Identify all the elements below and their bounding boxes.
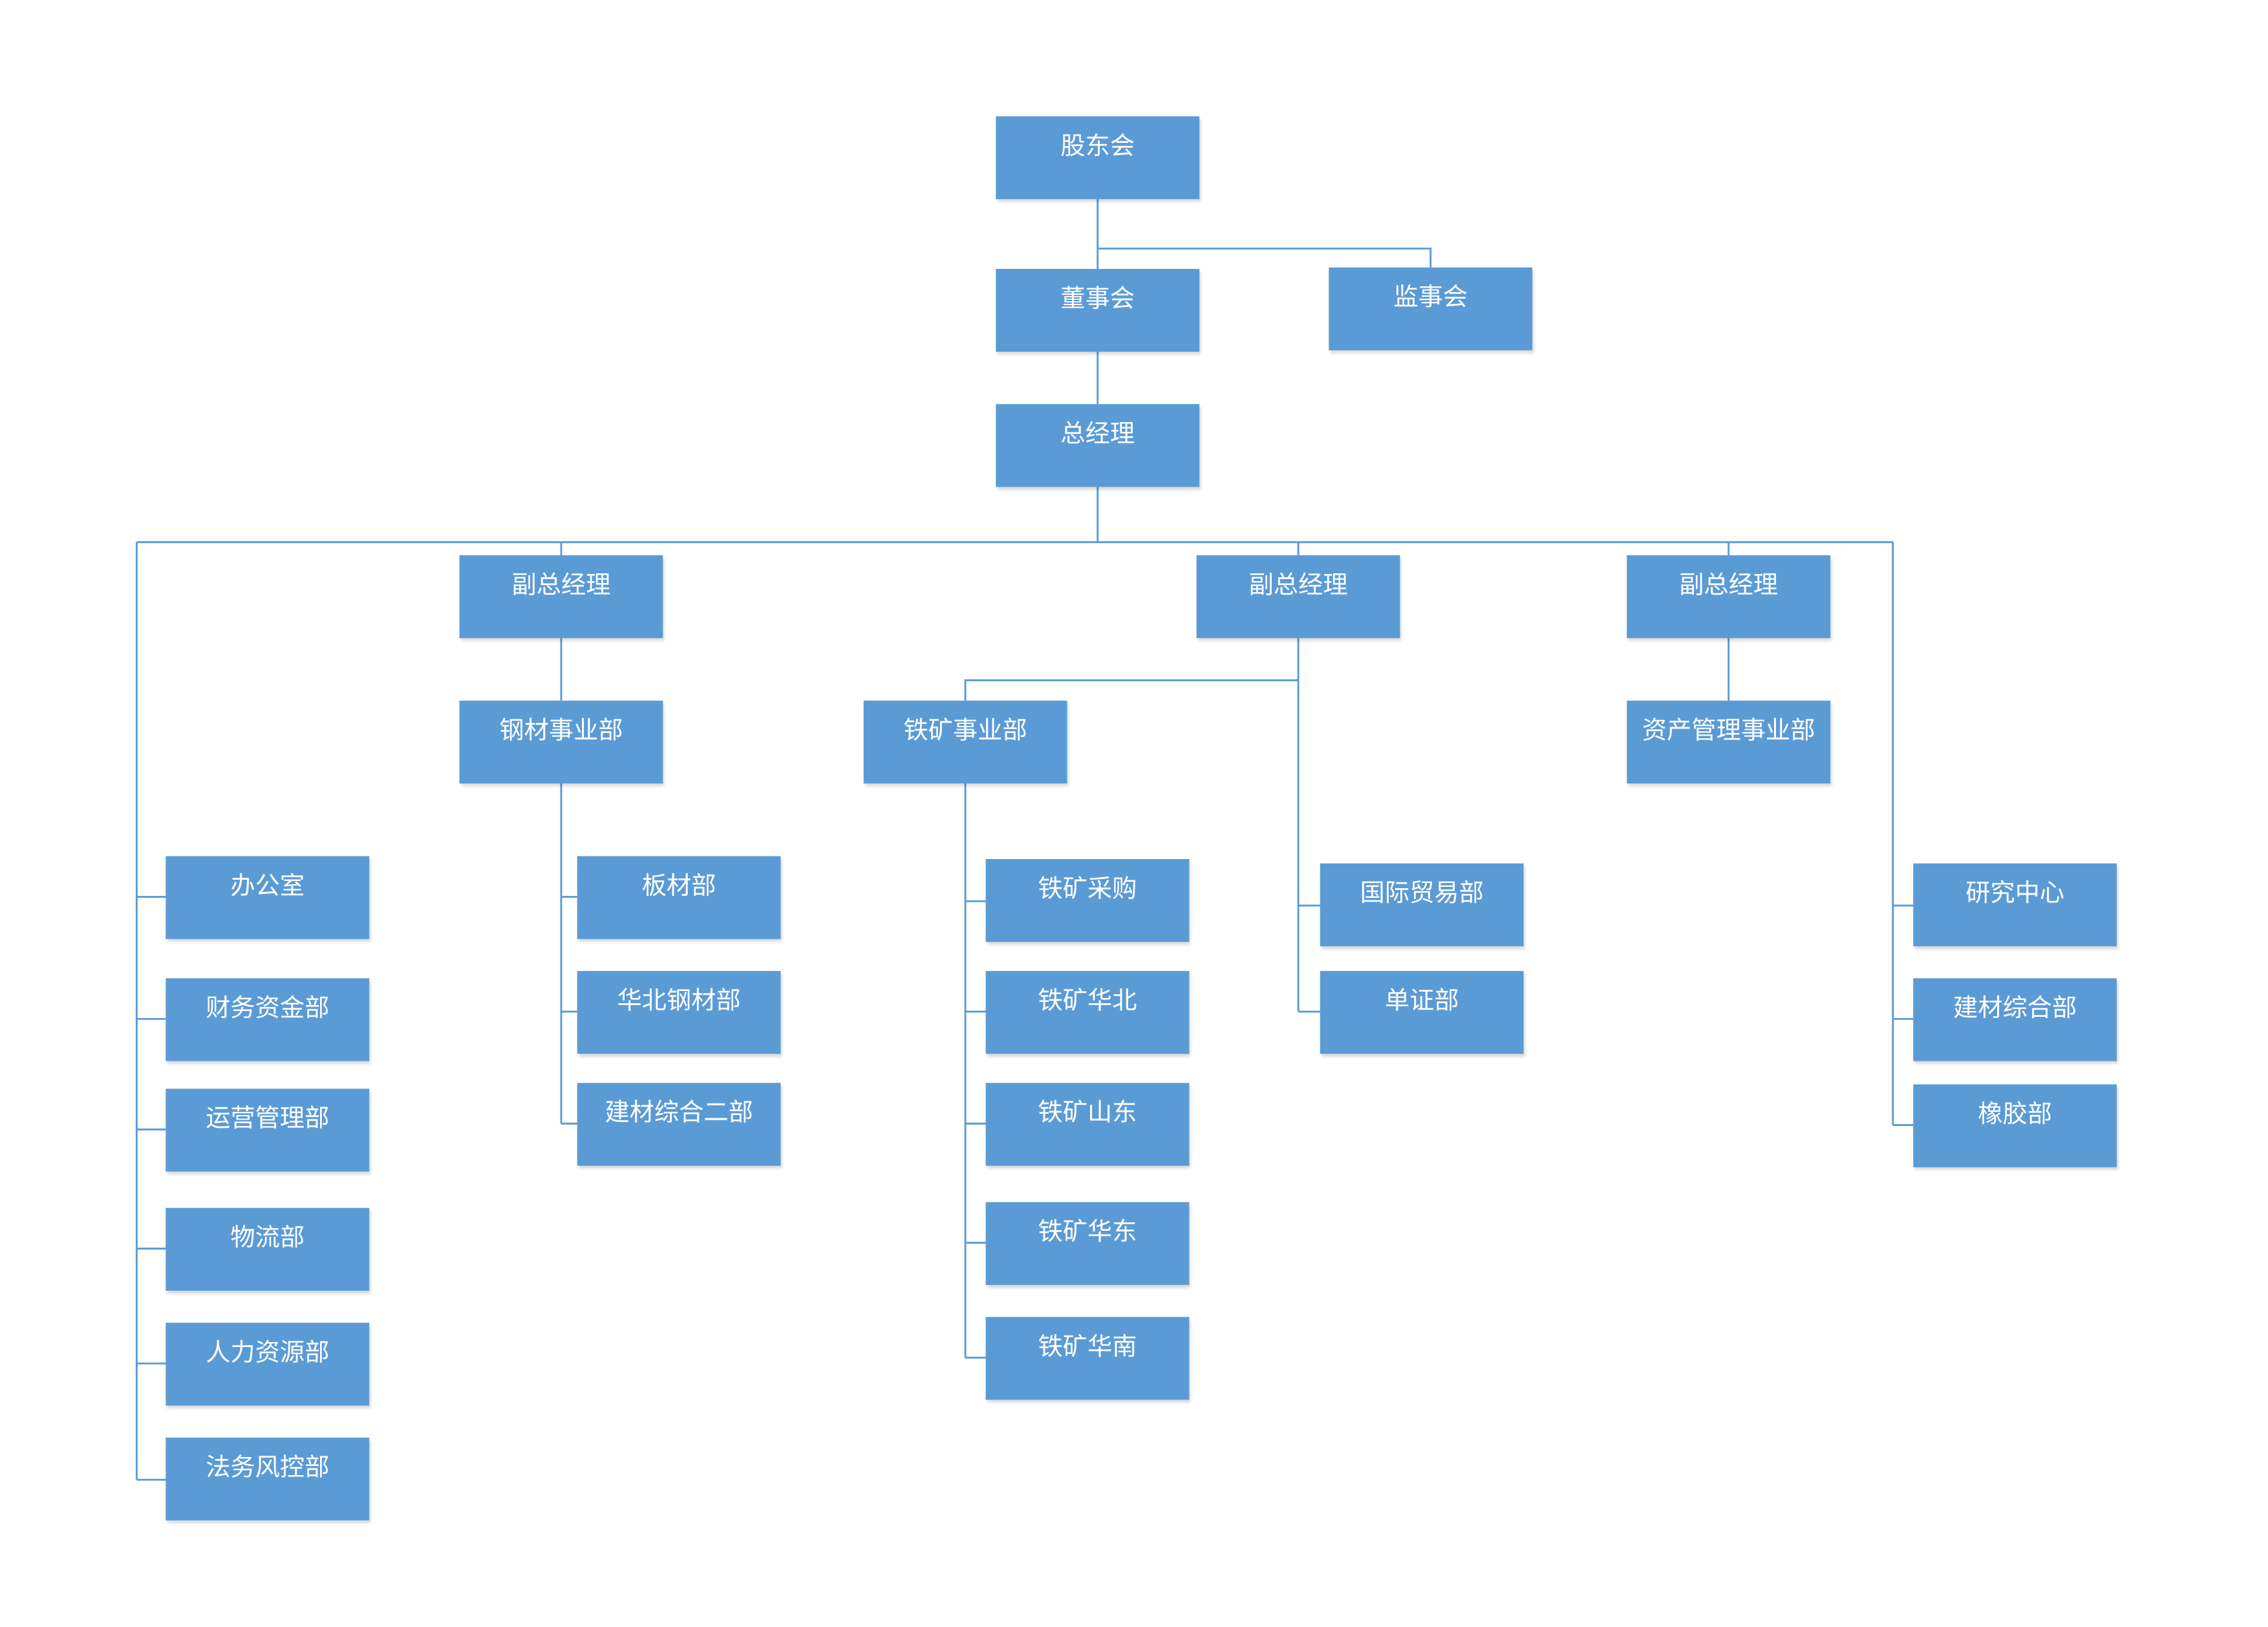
node-dept: 华北钢材部 bbox=[577, 971, 781, 1054]
node-dept: 橡胶部 bbox=[1913, 1084, 2117, 1167]
node-dept: 铁矿华东 bbox=[985, 1202, 1190, 1285]
node-vice-gm-3: 副总经理 bbox=[1627, 555, 1831, 639]
node-shareholders: 股东会 bbox=[996, 116, 1200, 200]
node-dept: 研究中心 bbox=[1913, 863, 2117, 946]
node-general-manager: 总经理 bbox=[996, 404, 1200, 487]
node-steel-division: 钢材事业部 bbox=[459, 700, 663, 784]
node-dept: 铁矿采购 bbox=[985, 858, 1190, 942]
node-dept: 办公室 bbox=[166, 856, 370, 939]
node-dept: 财务资金部 bbox=[166, 978, 370, 1061]
node-dept: 建材综合二部 bbox=[577, 1083, 781, 1166]
node-vice-gm-2: 副总经理 bbox=[1196, 555, 1400, 639]
node-asset-mgmt-division: 资产管理事业部 bbox=[1627, 700, 1831, 784]
node-supervisory-board: 监事会 bbox=[1329, 267, 1533, 350]
node-dept: 板材部 bbox=[577, 856, 781, 939]
node-board: 董事会 bbox=[996, 269, 1200, 352]
node-dept: 铁矿山东 bbox=[985, 1083, 1190, 1166]
node-dept: 运营管理部 bbox=[166, 1089, 370, 1172]
node-dept: 人力资源部 bbox=[166, 1323, 370, 1406]
node-dept: 铁矿华北 bbox=[985, 971, 1190, 1054]
node-dept: 铁矿华南 bbox=[985, 1317, 1190, 1400]
node-dept: 物流部 bbox=[166, 1207, 370, 1291]
node-dept: 国际贸易部 bbox=[1320, 863, 1524, 946]
node-dept: 单证部 bbox=[1320, 971, 1524, 1054]
node-dept: 建材综合部 bbox=[1913, 978, 2117, 1061]
node-iron-ore-division: 铁矿事业部 bbox=[863, 700, 1067, 784]
node-dept: 法务风控部 bbox=[166, 1437, 370, 1521]
node-vice-gm-1: 副总经理 bbox=[459, 555, 663, 639]
